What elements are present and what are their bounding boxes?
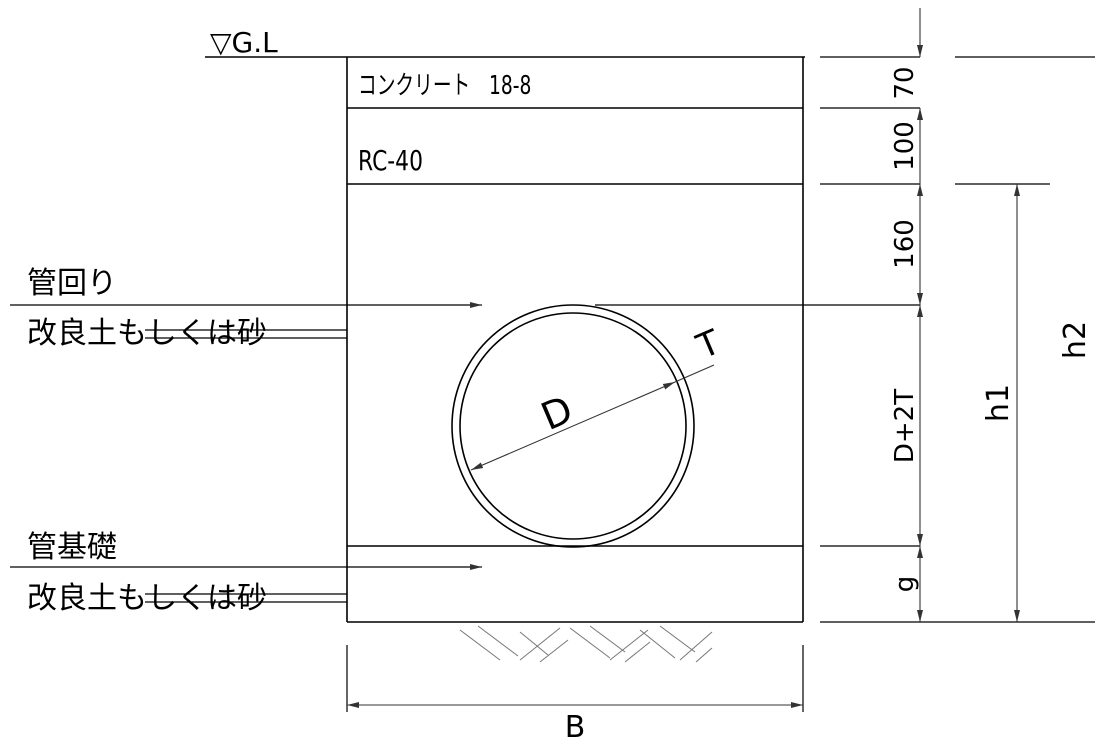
hatch-stroke xyxy=(609,629,649,661)
dim-70-label: 70 xyxy=(890,66,920,99)
pipe-foundation-material: 改良土もしくは砂 xyxy=(27,581,267,616)
dim-d2t-label: D+2T xyxy=(890,389,920,463)
pipe-foundation-material-text: 改良土 xyxy=(27,581,117,616)
hatch-stroke xyxy=(659,625,696,653)
pipe-foundation-annotation: 管基礎 改良土もしくは砂 xyxy=(10,530,482,616)
ground-hatching xyxy=(459,625,713,663)
concrete-layer-label: コンクリート 18-8 xyxy=(358,71,531,101)
pipe-inner-wall xyxy=(459,312,687,540)
base-course-label: RC-40 xyxy=(358,144,423,176)
ground-level-label: ▽G.L xyxy=(210,26,278,59)
pipe-diameter-label: D xyxy=(535,387,579,439)
hatch-stroke xyxy=(539,639,569,663)
hatch-stroke xyxy=(589,625,626,653)
ground-level: ▽G.L xyxy=(205,26,805,59)
extension-lines xyxy=(346,56,1095,712)
hatch-stroke xyxy=(679,631,713,661)
dim-160-label: 160 xyxy=(890,219,920,269)
pipe-surround-title: 管回り xyxy=(27,266,117,301)
hatch-stroke xyxy=(459,629,501,661)
pipe-surround-material: 改良土もしくは砂 xyxy=(27,316,267,351)
pipe-foundation-title: 管基礎 xyxy=(27,530,117,565)
dim-100-label: 100 xyxy=(890,121,920,171)
pipe-thickness-label: T xyxy=(690,322,726,367)
pipe-foundation-struck-text: もしくは砂 xyxy=(117,581,267,616)
dim-h2-label: h2 xyxy=(1058,321,1093,359)
pipe-diameter-dimension xyxy=(470,381,676,471)
pipe-surround-annotation: 管回り 改良土もしくは砂 xyxy=(10,266,482,351)
dim-g-label: g xyxy=(890,576,920,593)
width-dimension: B xyxy=(347,702,803,743)
height-dimensions: h1 h2 xyxy=(981,184,1093,622)
hatch-stroke xyxy=(624,641,651,663)
vertical-dimension-chain: 70 100 160 D+2T g xyxy=(890,8,923,622)
dim-h1-label: h1 xyxy=(981,384,1016,422)
hatch-stroke xyxy=(569,627,611,659)
hatch-stroke xyxy=(519,631,549,656)
pipe-surround-struck-text: もしくは砂 xyxy=(117,316,267,351)
hatch-stroke xyxy=(695,647,713,663)
hatch-stroke xyxy=(519,627,561,661)
pipe-thickness-leader xyxy=(674,364,715,383)
pipe-surround-material-text: 改良土 xyxy=(27,316,117,351)
trench xyxy=(346,57,804,623)
hatch-stroke xyxy=(639,629,676,659)
hatch-stroke xyxy=(477,625,519,657)
pipe-outer-wall xyxy=(451,304,695,548)
pipe: D T xyxy=(451,304,726,548)
dim-b-label: B xyxy=(565,710,586,743)
